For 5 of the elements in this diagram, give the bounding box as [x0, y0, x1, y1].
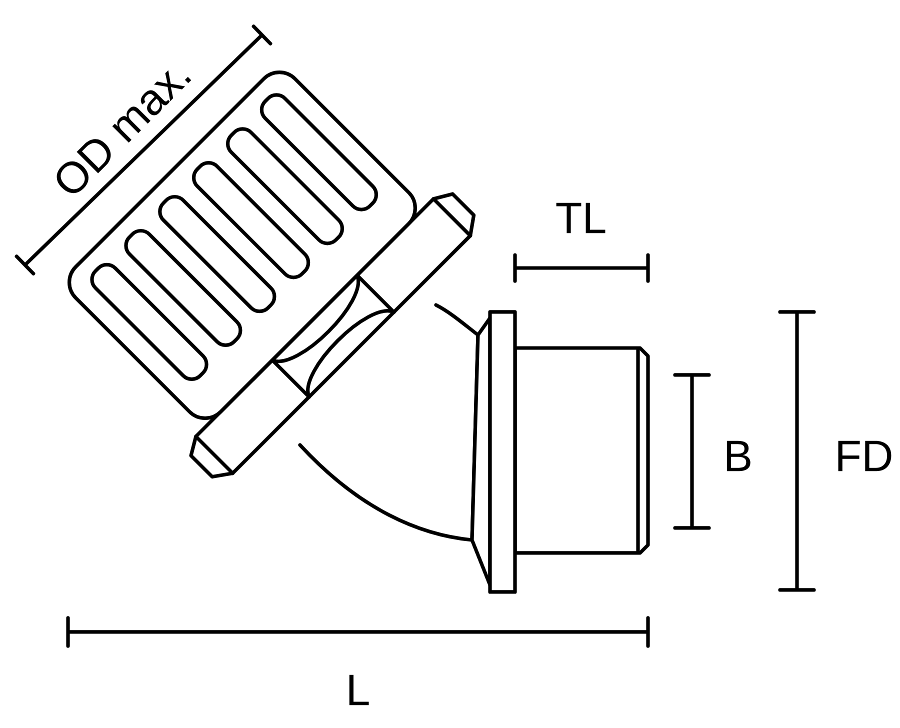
dimension-label: B: [726, 440, 750, 472]
dimension-label: OD max.: [56, 70, 192, 194]
dimension-label: L: [349, 674, 369, 706]
dimension-label: TL: [556, 202, 606, 234]
dimension-label: FD: [838, 440, 892, 472]
